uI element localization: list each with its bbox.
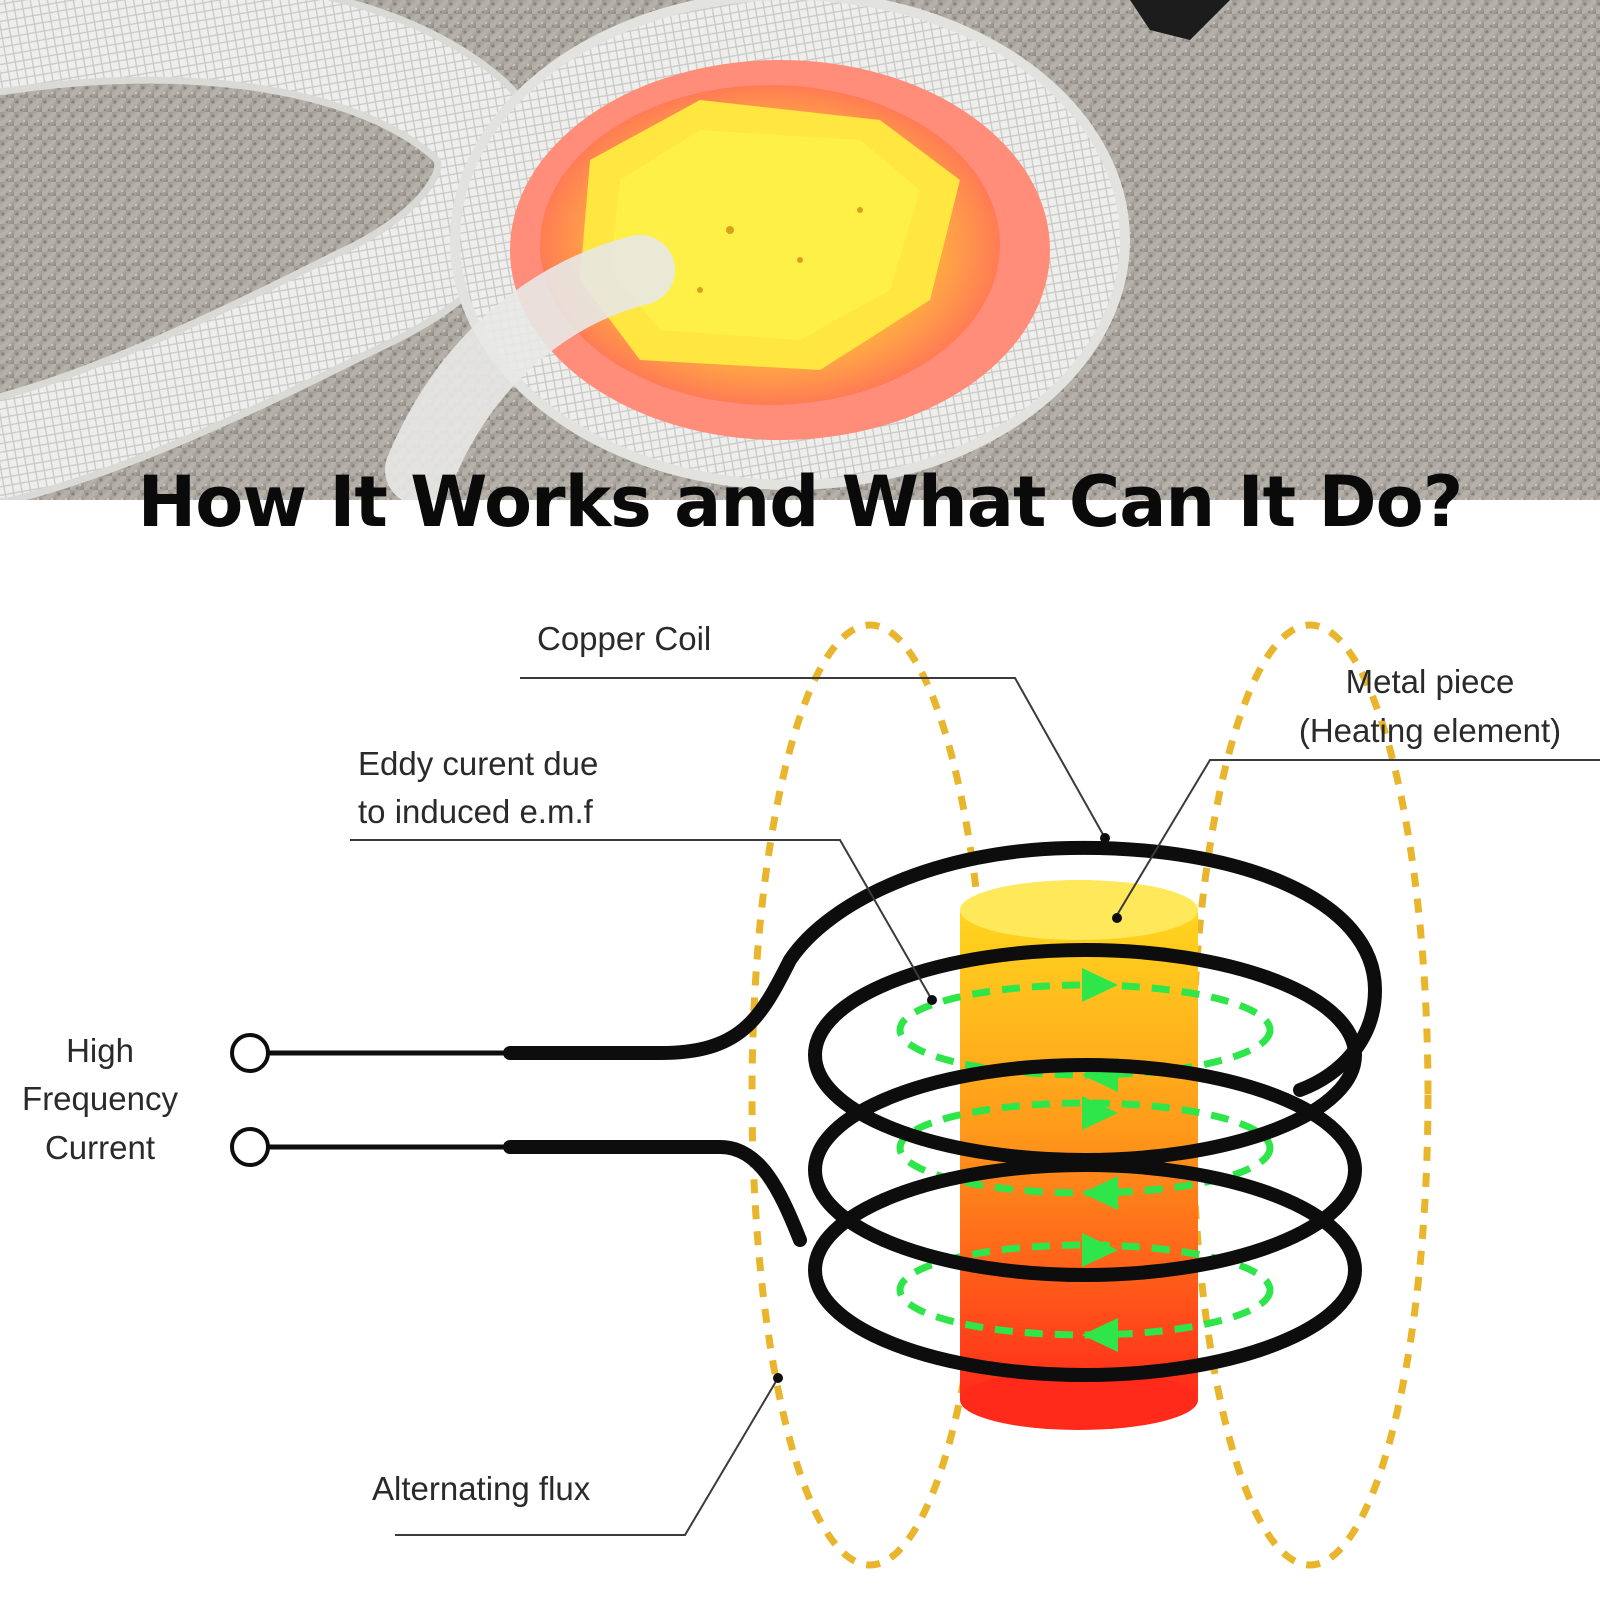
leader-alternating-flux (395, 1377, 779, 1536)
induction-heater-photo (0, 0, 1600, 500)
copper-coil (252, 840, 1383, 1382)
leader-lines (350, 677, 1600, 1536)
eddy-arrow-icon (1082, 1096, 1118, 1130)
eddy-arrow-icon (1082, 1318, 1118, 1352)
terminal-circle-icon (230, 1033, 270, 1073)
terminal-circle-icon (230, 1127, 270, 1167)
label-alternating-flux: Alternating flux (372, 1470, 591, 1507)
flux-loop-right (1188, 621, 1432, 1569)
label-copper-coil: Copper Coil (537, 620, 711, 657)
flux-loop-left (748, 621, 992, 1569)
leader-copper-coil (520, 677, 1106, 839)
leader-eddy-current (350, 839, 933, 1001)
leader-dots (773, 833, 1122, 1383)
eddy-arrow-icon (1082, 968, 1118, 1002)
headline: How It Works and What Can It Do? (137, 461, 1464, 543)
label-metal-piece-line2: (Heating element) (1299, 712, 1561, 749)
label-hf-line3: Current (45, 1129, 155, 1166)
current-terminals (230, 1033, 270, 1167)
label-hf-line1: High (66, 1032, 134, 1069)
eddy-arrow-icon (1082, 1176, 1118, 1210)
label-eddy-line1: Eddy curent due (358, 745, 598, 782)
label-hf-line2: Frequency (22, 1080, 178, 1117)
eddy-arrow-icon (1082, 1233, 1118, 1267)
label-eddy-line2: to induced e.m.f (358, 793, 594, 830)
leader-metal-piece (1116, 759, 1600, 916)
label-metal-piece-line1: Metal piece (1346, 663, 1515, 700)
eddy-arrows (1082, 968, 1118, 1352)
